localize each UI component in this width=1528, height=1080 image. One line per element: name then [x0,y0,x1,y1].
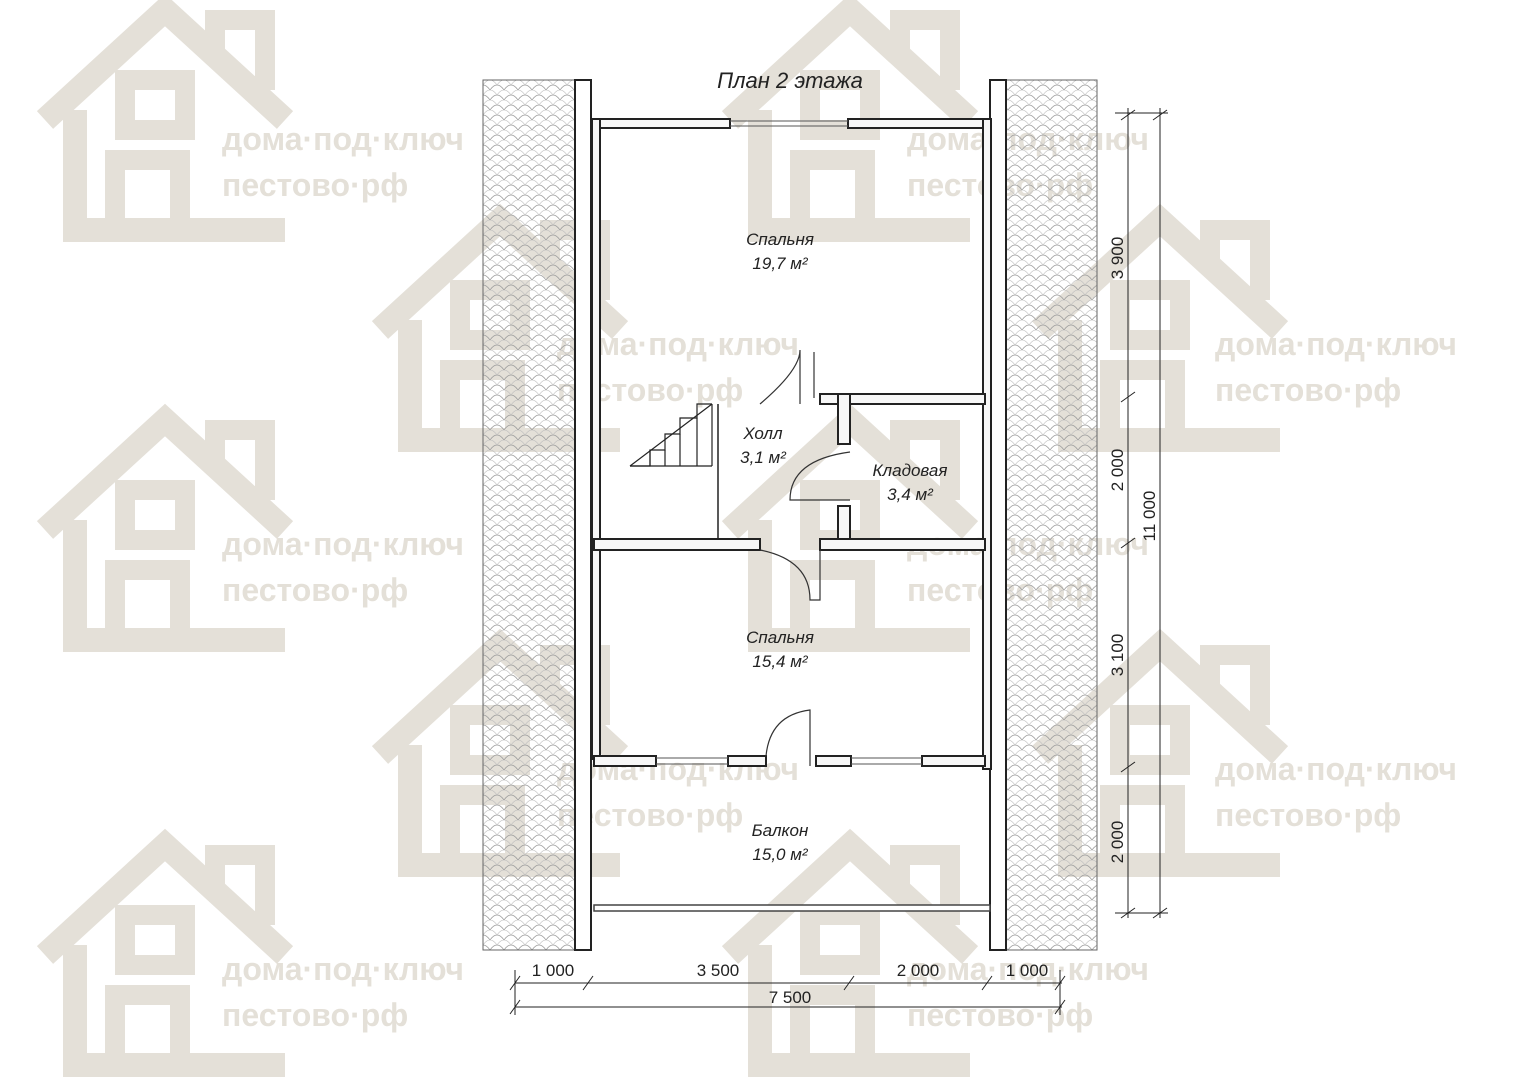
watermark-text: пестово·рф [907,997,1093,1033]
plan-title: План 2 этажа [717,68,863,93]
room-area-bedroom-2: 15,4 м² [752,652,808,671]
room-name-bedroom-1: Спальня [746,230,814,249]
roof-edge-left [574,79,592,951]
roof-left [482,79,576,951]
dim-v-3: 3 100 [1108,634,1127,677]
dim-h-3: 2 000 [897,961,940,980]
dim-v-4: 2 000 [1108,821,1127,864]
walls [591,118,992,912]
room-area-hall: 3,1 м² [740,448,787,467]
watermark-text: дома·под·ключ [222,121,464,157]
dim-v-total: 11 000 [1140,491,1159,542]
watermark-text: дома·под·ключ [1215,326,1457,362]
watermark-text: пестово·рф [1215,372,1401,408]
roof-right [1004,79,1098,951]
horizontal-dimensions [509,970,1066,1015]
room-name-storage: Кладовая [873,461,948,480]
room-area-bedroom-1: 19,7 м² [752,254,808,273]
room-area-balcony: 15,0 м² [752,845,808,864]
watermark-text: пестово·рф [1215,797,1401,833]
room-name-balcony: Балкон [752,821,809,840]
watermark-text: дома·под·ключ [222,951,464,987]
watermark-text: дома·под·ключ [222,526,464,562]
roof-edge-right [989,79,1007,951]
dim-v-2: 2 000 [1108,449,1127,492]
vertical-dimensions [1115,108,1168,919]
dim-h-1: 1 000 [532,961,575,980]
room-name-bedroom-2: Спальня [746,628,814,647]
dim-h-2: 3 500 [697,961,740,980]
dim-h-total: 7 500 [769,988,812,1007]
watermark-text: пестово·рф [222,167,408,203]
watermark-text: дома·под·ключ [907,951,1149,987]
staircase [629,403,713,467]
room-name-hall: Холл [742,424,783,443]
doors [759,349,851,766]
dim-v-1: 3 900 [1108,237,1127,280]
watermark-text: пестово·рф [222,997,408,1033]
dim-h-4: 1 000 [1006,961,1049,980]
watermark-text: пестово·рф [222,572,408,608]
room-area-storage: 3,4 м² [887,485,934,504]
watermark-text: дома·под·ключ [1215,751,1457,787]
